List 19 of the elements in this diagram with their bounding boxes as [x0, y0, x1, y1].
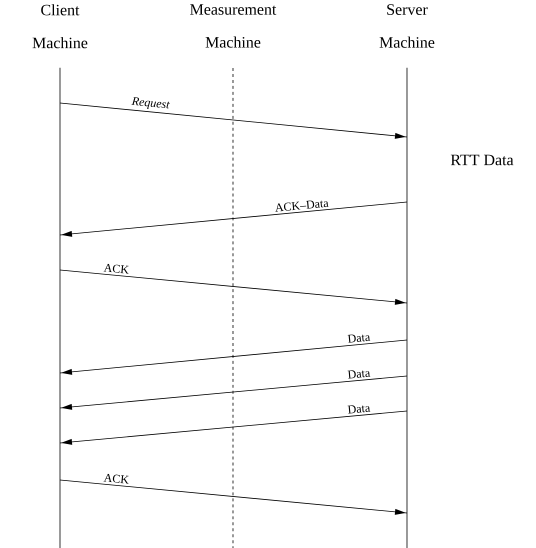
- arrow: [60, 270, 408, 305]
- edge-label: Data: [346, 367, 372, 380]
- edge-label: ACK: [102, 472, 131, 486]
- machine-label: Client Machine: [32, 4, 88, 48]
- arrow: [60, 480, 408, 515]
- edge-label: Data: [346, 402, 372, 416]
- arrow: [60, 376, 408, 410]
- arrow: [60, 102, 408, 139]
- machine-label: Measurement Machine: [190, 4, 276, 48]
- arrow: [60, 340, 408, 375]
- note-text: RTT Data: [450, 154, 514, 166]
- arrow: [60, 202, 408, 237]
- lifeline: [406, 67, 408, 548]
- edge-label: Request: [130, 95, 172, 113]
- edge-label: Data: [346, 331, 372, 345]
- edge-label: ACK: [102, 262, 131, 276]
- arrow: [60, 410, 408, 445]
- machine-label: Server Machine: [380, 4, 434, 48]
- edge-label: ACK–Data: [272, 197, 330, 214]
